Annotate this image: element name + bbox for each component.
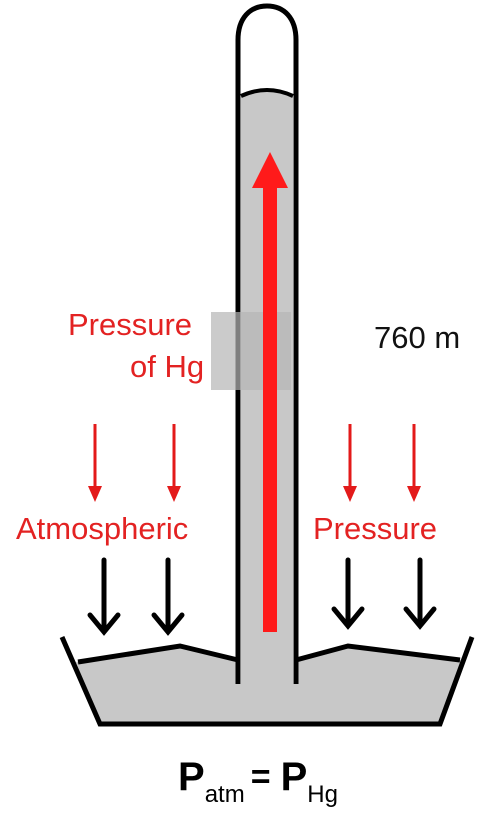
pressure-of-hg-label-line2: of Hg	[130, 349, 205, 384]
equation-lhs-subscript: atm	[204, 781, 245, 808]
mercury-meniscus	[240, 88, 294, 98]
column-highlight	[211, 312, 291, 390]
tube-vacuum	[241, 40, 293, 96]
hg-pressure-arrow-head	[252, 152, 288, 188]
mercury-surface-right	[295, 643, 461, 663]
pressure-label: Pressure	[313, 511, 438, 546]
black-arrow-4	[403, 557, 437, 630]
black-arrow-3	[331, 557, 365, 630]
red-arrow-4	[407, 424, 421, 502]
column-height-label: 760 m	[374, 320, 461, 355]
red-arrow-2	[167, 424, 181, 502]
red-arrow-3	[343, 424, 357, 502]
red-arrow-1	[88, 424, 102, 502]
atmospheric-label: Atmospheric	[16, 511, 189, 546]
tube-outline	[235, 3, 299, 684]
mercury-surface-left	[77, 643, 239, 665]
dish-outline	[59, 635, 475, 727]
hg-pressure-arrow-shaft	[263, 186, 277, 632]
dish-mercury	[76, 646, 462, 724]
black-arrow-1	[87, 557, 121, 636]
equation-rhs: P	[280, 755, 308, 799]
pressure-of-hg-label-line1: Pressure	[68, 307, 193, 342]
pressure-equation: Patm=PHg	[178, 755, 338, 808]
equation-rhs-subscript: Hg	[307, 781, 338, 808]
equation-lhs: P	[178, 755, 205, 799]
black-arrow-2	[151, 557, 185, 636]
equation-equals: =	[250, 758, 271, 796]
